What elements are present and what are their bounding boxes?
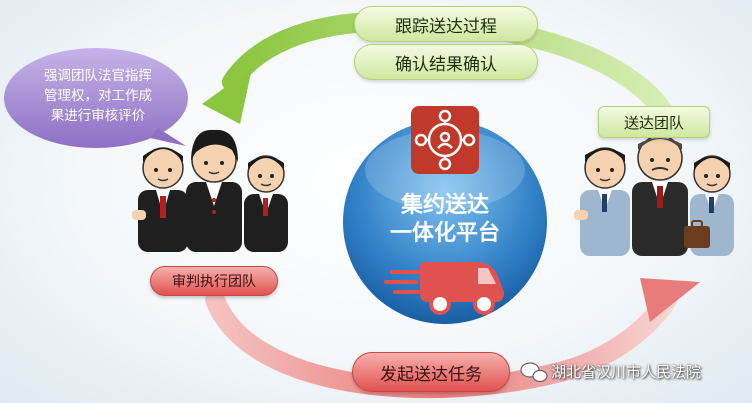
judge-team-label: 审判执行团队 [150,266,278,296]
start-task-label: 发起送达任务 [352,352,510,392]
officer-figure [574,147,630,256]
platform-title: 集约送达 一体化平台 [365,192,525,248]
delivery-team-text: 送达团队 [623,113,684,132]
officer-figure [632,135,688,256]
platform-line-1: 集约送达 [400,193,489,218]
track-process-label: 跟踪送达过程 [354,6,538,42]
watermark-text: 湖北省汉川市人民法院 [551,363,702,381]
judge-team-text: 审判执行团队 [172,274,256,290]
delivery-team-label: 送达团队 [598,106,710,138]
track-process-text: 跟踪送达过程 [395,16,497,37]
speech-bubble [4,48,188,148]
delivery-team-figures [574,135,734,256]
platform-line-2: 一体化平台 [389,221,500,246]
speech-text: 强调团队法官指挥 管理权，对工作成 果进行审核评价 [18,66,178,126]
speech-line-3: 果进行审核评价 [50,108,146,124]
judge-figure [244,155,288,252]
network-icon [411,106,479,174]
confirm-result-label: 确认结果确认 [354,44,538,80]
judge-figure [186,129,242,252]
judge-figure [132,147,188,252]
truck-icon [384,262,504,315]
judge-team-figures [132,129,288,252]
start-task-text: 发起送达任务 [380,364,482,385]
speech-line-1: 强调团队法官指挥 [44,68,152,84]
wechat-icon [520,362,548,383]
confirm-result-text: 确认结果确认 [395,54,497,75]
speech-line-2: 管理权，对工作成 [44,88,152,104]
officer-figure [684,155,734,256]
